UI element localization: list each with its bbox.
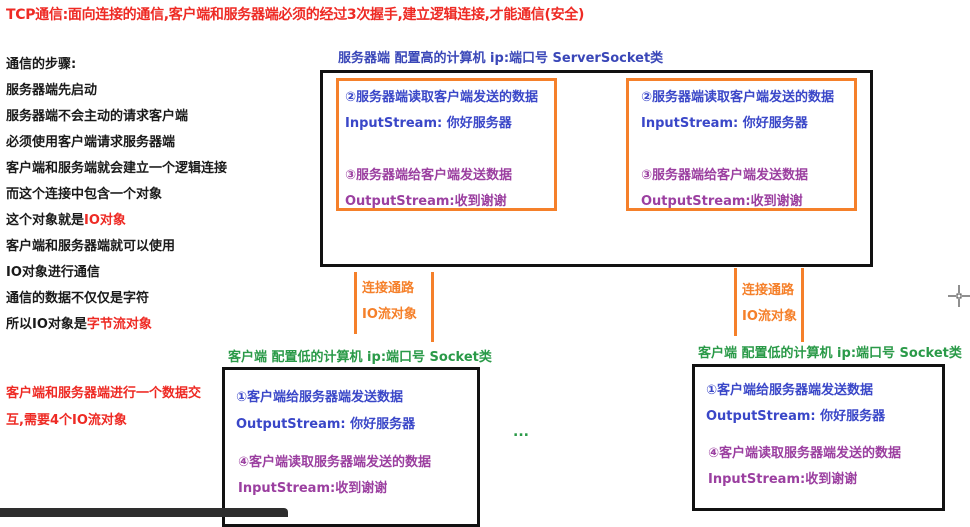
channel-text: IO流对象: [362, 307, 417, 322]
client-step1: ①客户端给服务器端发送数据: [236, 390, 404, 405]
step-line: 服务器端不会主动的请求客户端: [6, 109, 189, 124]
step-text: 所以IO对象是: [6, 317, 87, 332]
client-step4: ④客户端读取服务器端发送的数据: [238, 455, 432, 470]
note-line: 互,需要4个IO流对象: [6, 413, 127, 428]
server-box: [320, 70, 873, 267]
ellipsis: ...: [513, 424, 529, 440]
step-line: 服务器端先启动: [6, 83, 98, 98]
step-line: 通信的数据不仅仅是字符: [6, 291, 150, 306]
steps-list: 通信的步骤: 服务器端先启动 服务器端不会主动的请求客户端 必须使用客户端请求服…: [6, 52, 227, 338]
step-line: 必须使用客户端请求服务器端: [6, 135, 176, 150]
server-output-stream: OutputStream:收到谢谢: [345, 194, 507, 209]
client-input-stream: InputStream:收到谢谢: [238, 481, 388, 496]
step-line-byte: 所以IO对象是字节流对象: [6, 312, 227, 338]
server-label: 服务器端 配置高的计算机 ip:端口号 ServerSocket类: [338, 51, 664, 66]
byte-stream-highlight: 字节流对象: [86, 317, 152, 332]
client-input-stream: InputStream:收到谢谢: [708, 472, 858, 487]
server-step3: ③服务器端给客户端发送数据: [641, 168, 809, 183]
channel-text: 连接通路: [742, 283, 795, 298]
channel-line-left: [354, 272, 357, 334]
video-control-bar[interactable]: [0, 508, 288, 517]
server-input-stream: InputStream: 你好服务器: [641, 116, 808, 131]
diagram-title: TCP通信:面向连接的通信,客户端和服务器端必须的经过3次握手,建立逻辑连接,才…: [6, 7, 585, 23]
note-line: 客户端和服务器端进行一个数据交: [6, 386, 202, 401]
server-output-stream: OutputStream:收到谢谢: [641, 194, 803, 209]
server-input-stream: InputStream: 你好服务器: [345, 116, 512, 131]
channel-text: 连接通路: [362, 281, 415, 296]
client-label: 客户端 配置低的计算机 ip:端口号 Socket类: [698, 346, 962, 361]
client-step1: ①客户端给服务器端发送数据: [706, 383, 874, 398]
channel-line-left: [734, 268, 737, 336]
crosshair-cursor-icon: [948, 285, 970, 307]
client-box-right: [692, 364, 945, 511]
server-step3: ③服务器端给客户端发送数据: [345, 168, 513, 183]
server-panel-right: [626, 78, 857, 211]
channel-label: 连接通路 IO流对象: [742, 278, 797, 330]
step-line: 而这个连接中包含一个对象: [6, 187, 163, 202]
steps-heading: 通信的步骤:: [6, 57, 77, 72]
client-output-stream: OutputStream: 你好服务器: [706, 409, 886, 424]
client-output-stream: OutputStream: 你好服务器: [236, 417, 416, 432]
channel-text: IO流对象: [742, 309, 797, 324]
channel-label: 连接通路 IO流对象: [362, 276, 417, 328]
step-line: IO对象进行通信: [6, 265, 100, 280]
io-stream-note: 客户端和服务器端进行一个数据交 互,需要4个IO流对象: [6, 380, 201, 434]
server-step2: ②服务器端读取客户端发送的数据: [641, 90, 835, 105]
client-label: 客户端 配置低的计算机 ip:端口号 Socket类: [228, 350, 492, 365]
channel-line-right: [431, 272, 434, 342]
step-line: 客户端和服务端就会建立一个逻辑连接: [6, 161, 228, 176]
client-step4: ④客户端读取服务器端发送的数据: [708, 446, 902, 461]
channel-line-right: [801, 268, 804, 342]
server-step2: ②服务器端读取客户端发送的数据: [345, 90, 539, 105]
step-text: 这个对象就是: [6, 213, 85, 228]
server-panel-left: [336, 78, 557, 211]
step-line-io: 这个对象就是IO对象: [6, 208, 227, 234]
client-box-left: [222, 367, 480, 527]
step-line: 客户端和服务器端就可以使用: [6, 239, 176, 254]
io-object-highlight: IO对象: [84, 213, 126, 228]
